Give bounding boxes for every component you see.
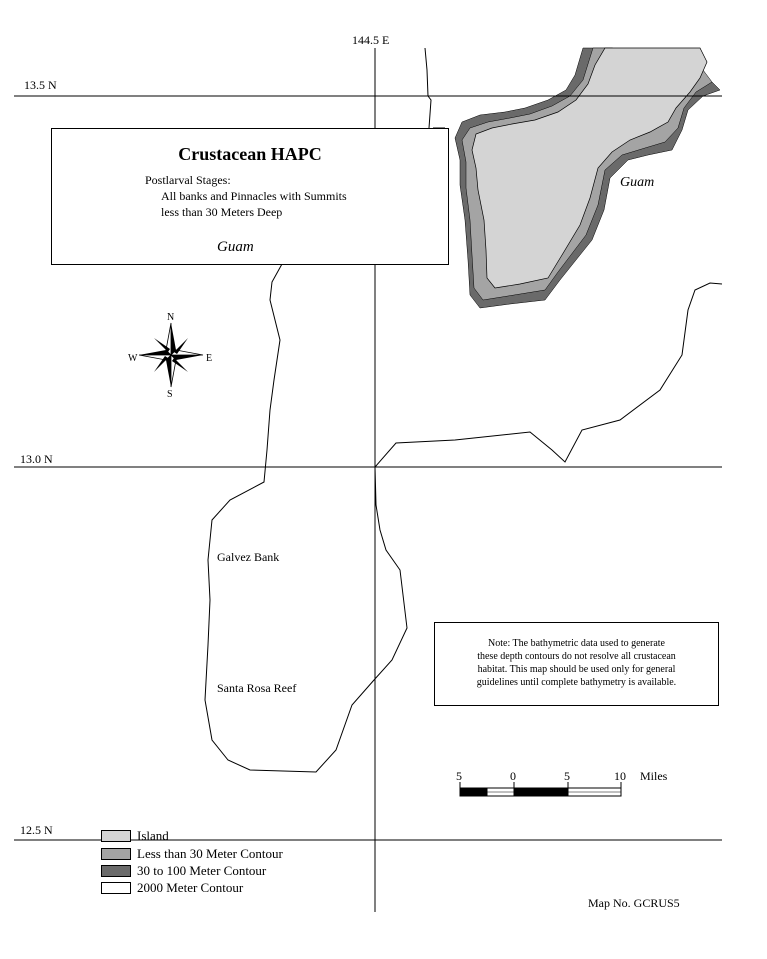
note-line-2: these depth contours do not resolve all … — [477, 651, 676, 662]
legend-swatch-2000m — [101, 882, 131, 894]
legend-swatch-100m — [101, 865, 131, 877]
stage-heading: Postlarval Stages: — [145, 173, 231, 187]
legend-label-30m: Less than 30 Meter Contour — [137, 846, 283, 861]
note-line-3: habitat. This map should be used only fo… — [477, 664, 676, 675]
note-box: Note: The bathymetric data used to gener… — [434, 622, 719, 706]
scale-label-0: 0 — [510, 769, 516, 783]
compass-north: N — [167, 312, 175, 323]
latitude-label-13-5: 13.5 N — [24, 78, 57, 92]
title-box: Crustacean HAPC Postlarval Stages: All b… — [51, 128, 449, 265]
legend-label-100m: 30 to 100 Meter Contour — [137, 863, 267, 878]
santa-rosa-reef-label: Santa Rosa Reef — [217, 681, 297, 695]
latitude-label-12-5: 12.5 N — [20, 823, 53, 837]
map-number: Map No. GCRUS5 — [588, 896, 680, 910]
compass-rose-icon — [138, 322, 204, 388]
scale-label-10: 10 — [614, 769, 626, 783]
region-label: Guam — [217, 239, 254, 255]
longitude-label: 144.5 E — [352, 33, 390, 47]
latitude-label-13-0: 13.0 N — [20, 452, 53, 466]
guam-island-label: Guam — [620, 175, 655, 190]
contour-2000-north — [424, 47, 432, 129]
scale-label-5w: 5 — [456, 769, 462, 783]
note-line-4: guidelines until complete bathymetry is … — [476, 677, 677, 688]
scale-unit: Miles — [640, 769, 668, 783]
legend-swatch-30m — [101, 848, 131, 860]
note-line-1: Note: The bathymetric data used to gener… — [488, 638, 665, 649]
guam-island — [471, 47, 708, 289]
compass-west: W — [128, 353, 138, 364]
legend-label-2000m: 2000 Meter Contour — [137, 880, 244, 895]
legend-swatch-island — [101, 830, 131, 842]
scale-label-5: 5 — [564, 769, 570, 783]
stage-line-2: less than 30 Meters Deep — [161, 205, 283, 219]
map-title: Crustacean HAPC — [178, 144, 322, 164]
galvez-bank-label: Galvez Bank — [217, 550, 280, 564]
stage-line-1: All banks and Pinnacles with Summits — [161, 189, 347, 203]
compass-east: E — [206, 353, 213, 364]
legend-label-island: Island — [137, 828, 169, 843]
compass-south: S — [167, 389, 173, 400]
contour-2000-southwest — [204, 263, 723, 773]
